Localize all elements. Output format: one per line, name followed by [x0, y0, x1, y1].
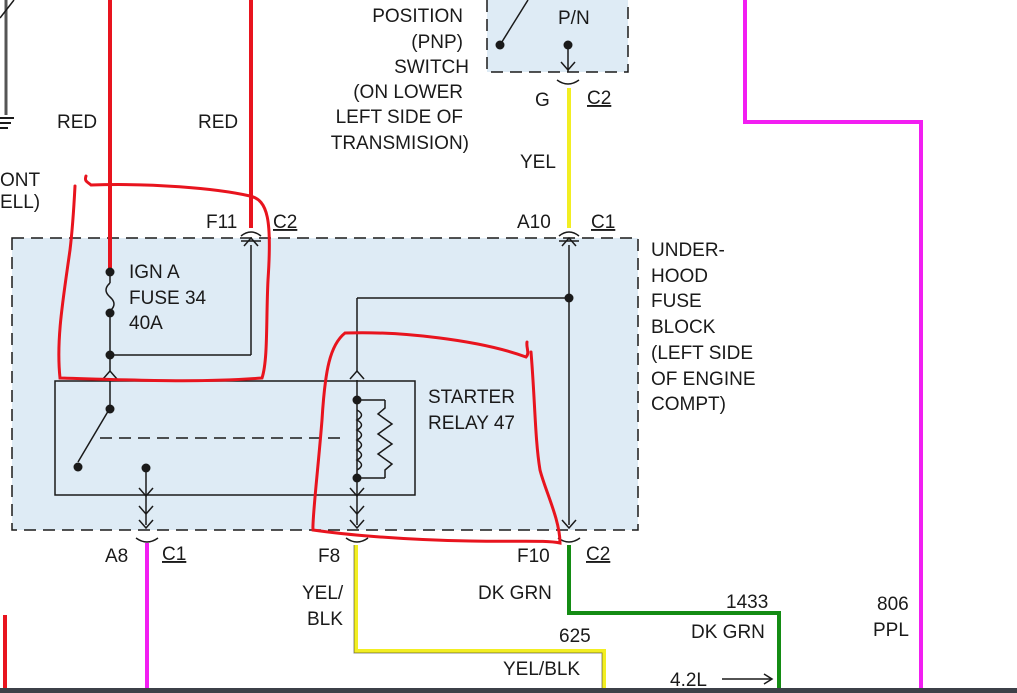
pnp-label-line5: LEFT SIDE OF — [336, 107, 463, 128]
fuse-label-line2: FUSE 34 — [129, 288, 207, 309]
g-pin-label: G — [535, 90, 550, 111]
relay-label-line1: STARTER — [428, 387, 515, 408]
f11-pin-label: F11 — [206, 212, 237, 233]
fuse-block-label-line3: FUSE — [651, 291, 702, 312]
hand-drawn-circle-relay — [311, 331, 562, 545]
fuse-block-label-line4: BLOCK — [651, 317, 716, 338]
yel-blk-label-line2: BLK — [307, 609, 343, 630]
connector-symbols — [102, 61, 774, 685]
g-conn-label: C2 — [587, 88, 611, 109]
fuse-label-line1: IGN A — [129, 262, 180, 283]
pnp-label-line4: (ON LOWER — [353, 82, 463, 103]
connection-dots — [73, 40, 574, 483]
red-wire-left-label: RED — [57, 112, 97, 133]
pnp-label-line2: (PNP) — [411, 32, 463, 53]
pnp-switch-contacts — [499, 0, 569, 72]
front-label-line2: ELL) — [0, 192, 40, 213]
pnp-switch-box — [486, 0, 629, 73]
a8-pin-label: A8 — [105, 546, 128, 567]
fuse-label-line3: 40A — [129, 313, 163, 334]
fuse-block-label-line6: OF ENGINE — [651, 369, 756, 390]
engine-42l-label: 4.2L — [670, 670, 707, 691]
pnp-label-line1: POSITION — [372, 6, 463, 27]
screen-bottom-bar — [0, 688, 1017, 693]
f11-conn-label: C2 — [273, 212, 297, 233]
circuit-625-label: 625 — [559, 626, 591, 647]
hand-drawn-circle-fuse — [57, 174, 271, 383]
yel-blk-bottom-label: YEL/BLK — [503, 659, 580, 680]
dk-grn-wire-1433 — [567, 545, 781, 693]
f10-pin-label: F10 — [517, 546, 550, 567]
fuse-block-label-line7: COMPT) — [651, 394, 726, 415]
ppl-label: PPL — [873, 620, 909, 641]
yel-blk-wire-625 — [354, 545, 606, 693]
f10-conn-label: C2 — [586, 544, 610, 565]
f8-pin-label: F8 — [318, 546, 340, 567]
ppl-wire-806 — [743, 0, 923, 693]
red-wire-right-label: RED — [198, 112, 238, 133]
a10-pin-label: A10 — [517, 212, 551, 233]
yel-wire-label: YEL — [520, 152, 556, 173]
yel-blk-label-line1: YEL/ — [302, 583, 344, 604]
fuse-block-internal-wiring — [54, 245, 570, 525]
pn-label: P/N — [558, 8, 590, 29]
fuse-block-label-line2: HOOD — [651, 266, 708, 287]
front-label-line1: ONT — [0, 170, 41, 191]
circuit-806-label: 806 — [877, 594, 909, 615]
circuit-1433-label: 1433 — [726, 592, 768, 613]
ground-symbol — [0, 0, 15, 129]
pnp-label-line3: SWITCH — [394, 57, 469, 78]
a8-conn-label: C1 — [162, 544, 186, 565]
dk-grn-label-2: DK GRN — [691, 622, 765, 643]
dk-grn-label-1: DK GRN — [478, 583, 552, 604]
a10-conn-label: C1 — [591, 212, 615, 233]
relay-label-line2: RELAY 47 — [428, 413, 515, 434]
pnp-label-line6: TRANSMISION) — [331, 133, 469, 154]
fuse-block-label-line5: (LEFT SIDE — [651, 343, 753, 364]
fuse-block-label-line1: UNDER- — [651, 240, 725, 261]
